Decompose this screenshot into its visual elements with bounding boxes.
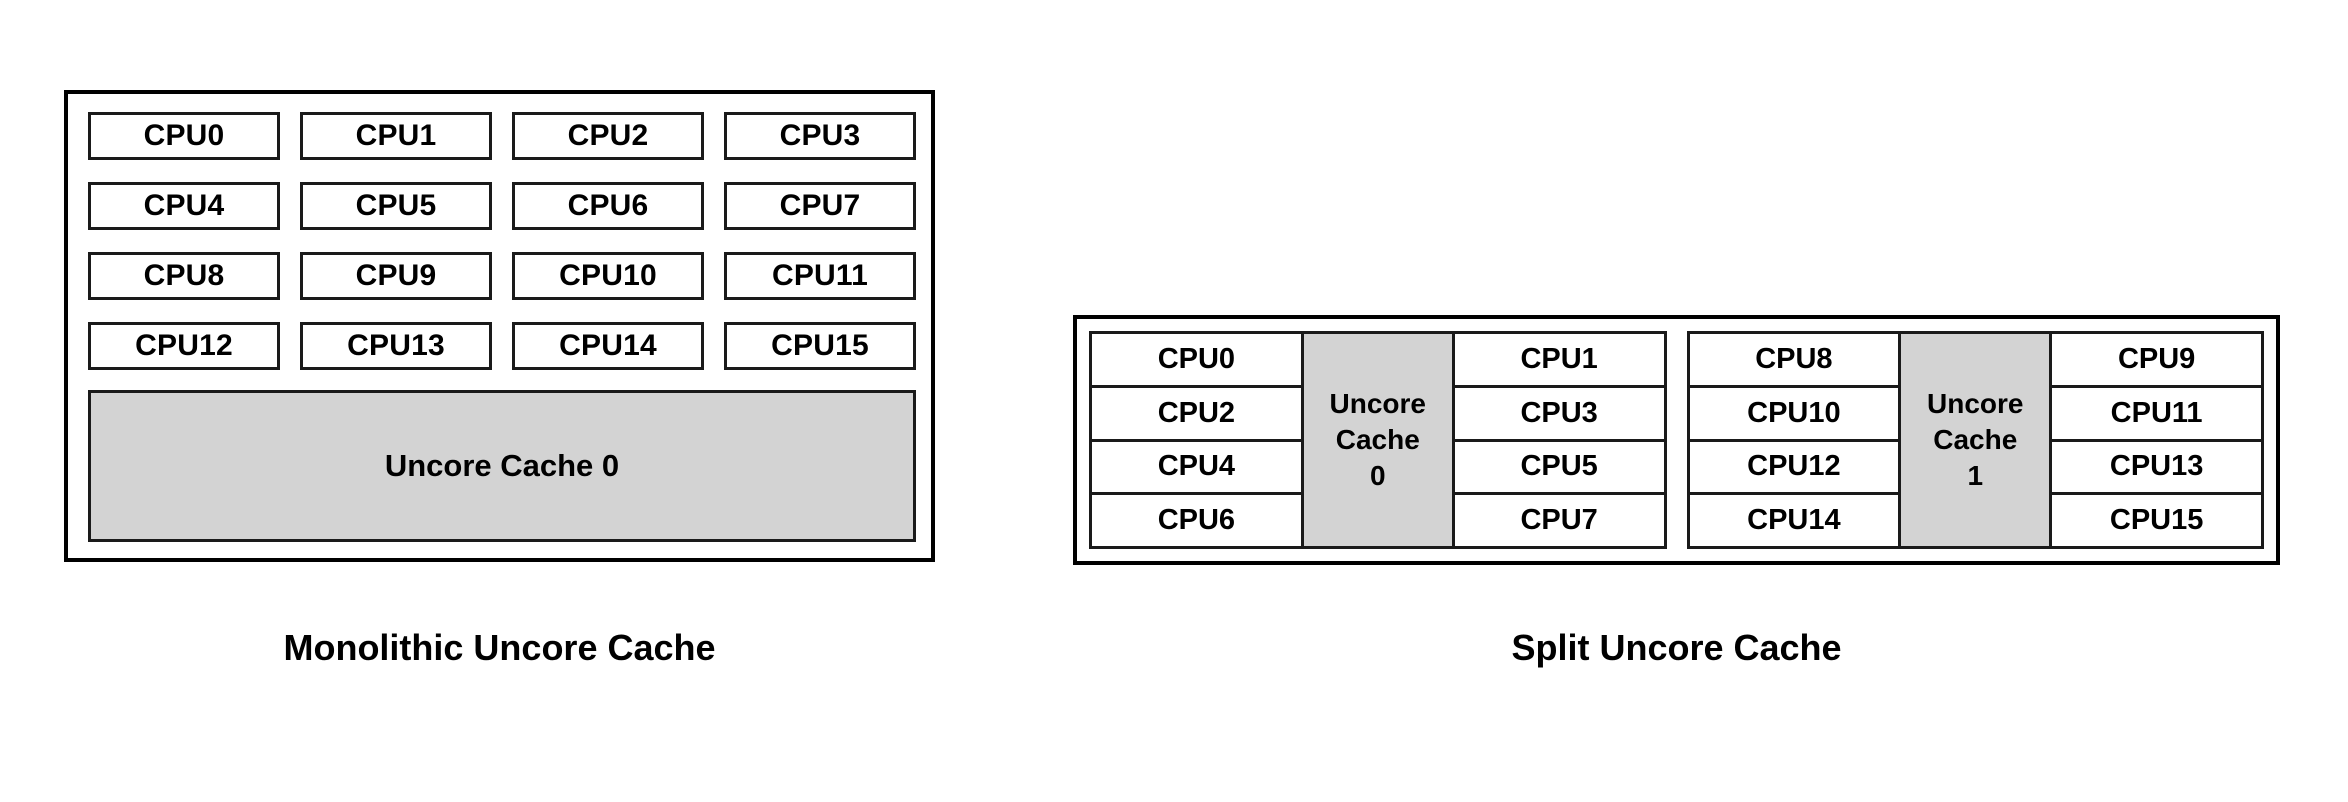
cpu-box: CPU15	[724, 322, 916, 370]
uncore-cache-block: Uncore Cache 0	[88, 390, 916, 542]
uncore-cache-block: Uncore Cache 0	[1300, 331, 1455, 549]
cpu-box: CPU12	[1686, 438, 1902, 496]
cpu-box: CPU2	[512, 112, 704, 160]
monolithic-package-outline: CPU0 CPU1 CPU2 CPU3 CPU4 CPU5 CPU6 CPU7 …	[64, 90, 935, 562]
split-group-0: CPU0 CPU2 CPU4 CPU6 Uncore Cache 0 CPU1 …	[1089, 331, 1667, 549]
cpu-box: CPU5	[1451, 438, 1667, 496]
split-group-1: CPU8 CPU10 CPU12 CPU14 Uncore Cache 1 CP…	[1686, 331, 2264, 549]
cpu-box: CPU15	[2049, 492, 2264, 549]
cpu-box: CPU1	[300, 112, 492, 160]
cpu-box: CPU1	[1451, 331, 1667, 388]
split-group-0-left-cpu-column: CPU0 CPU2 CPU4 CPU6	[1089, 331, 1304, 549]
uncore-cache-label-line2: Cache	[1335, 424, 1420, 455]
cpu-box: CPU13	[300, 322, 492, 370]
monolithic-figure-caption: Monolithic Uncore Cache	[283, 627, 716, 668]
uncore-cache-label-line3: 0	[1369, 460, 1386, 491]
cpu-box: CPU8	[1686, 331, 1902, 388]
cpu-box: CPU7	[1451, 492, 1667, 549]
monolithic-cpu-grid: CPU0 CPU1 CPU2 CPU3 CPU4 CPU5 CPU6 CPU7 …	[88, 112, 916, 370]
cpu-box: CPU12	[88, 322, 280, 370]
cpu-box: CPU0	[88, 112, 280, 160]
split-group-0-cache-column: Uncore Cache 0	[1300, 331, 1455, 549]
cpu-box: CPU9	[300, 252, 492, 300]
split-figure-caption: Split Uncore Cache	[1511, 627, 1842, 668]
cpu-box: CPU13	[2049, 438, 2264, 496]
cpu-box: CPU6	[1089, 492, 1304, 549]
cpu-box: CPU11	[2049, 384, 2264, 442]
cpu-box: CPU4	[88, 182, 280, 230]
uncore-cache-label-line1: Uncore	[1927, 388, 2024, 419]
split-package-outline: CPU0 CPU2 CPU4 CPU6 Uncore Cache 0 CPU1 …	[1073, 315, 2280, 565]
cpu-box: CPU14	[512, 322, 704, 370]
cpu-box: CPU11	[724, 252, 916, 300]
cpu-box: CPU6	[512, 182, 704, 230]
split-cache-groups: CPU0 CPU2 CPU4 CPU6 Uncore Cache 0 CPU1 …	[1089, 331, 2264, 549]
split-group-1-left-cpu-column: CPU8 CPU10 CPU12 CPU14	[1686, 331, 1902, 549]
cpu-box: CPU4	[1089, 438, 1304, 496]
cpu-box: CPU7	[724, 182, 916, 230]
cpu-box: CPU10	[1686, 384, 1902, 442]
uncore-cache-label-line2: Cache	[1933, 424, 2018, 455]
split-group-0-right-cpu-column: CPU1 CPU3 CPU5 CPU7	[1451, 331, 1667, 549]
uncore-cache-label-line1: Uncore	[1329, 388, 1426, 419]
cpu-box: CPU8	[88, 252, 280, 300]
uncore-cache-label-line3: 1	[1967, 460, 1984, 491]
cpu-box: CPU9	[2049, 331, 2264, 388]
uncore-cache-block: Uncore Cache 1	[1898, 331, 2053, 549]
split-group-1-right-cpu-column: CPU9 CPU11 CPU13 CPU15	[2049, 331, 2264, 549]
cpu-box: CPU14	[1686, 492, 1902, 549]
cpu-box: CPU3	[724, 112, 916, 160]
cpu-box: CPU0	[1089, 331, 1304, 388]
cpu-box: CPU3	[1451, 384, 1667, 442]
cpu-box: CPU10	[512, 252, 704, 300]
split-group-1-cache-column: Uncore Cache 1	[1898, 331, 2053, 549]
cpu-box: CPU2	[1089, 384, 1304, 442]
cpu-box: CPU5	[300, 182, 492, 230]
